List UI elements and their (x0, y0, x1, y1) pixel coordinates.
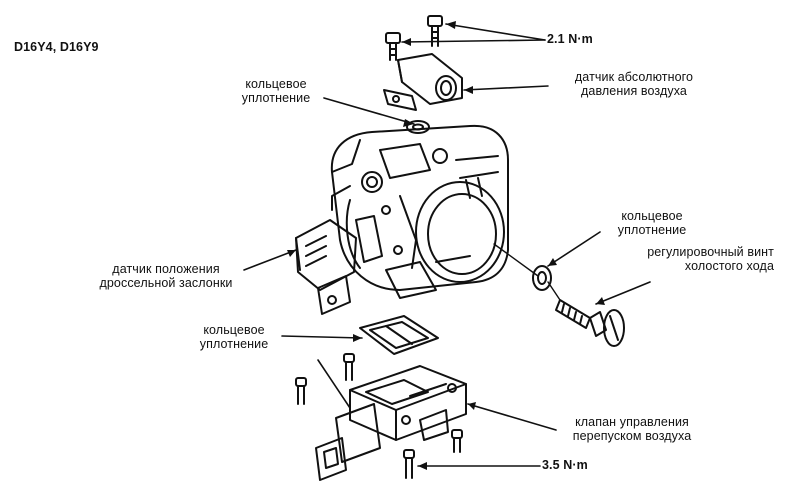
oring-right (532, 265, 552, 291)
oring-top-label: кольцевое уплотнение (224, 77, 328, 105)
map-sensor-label: датчик абсолютного давления воздуха (551, 70, 717, 98)
iac-valve-label-line1: клапан управления (575, 415, 689, 429)
leader-lines (243, 23, 651, 467)
oring-right-label-line1: кольцевое (621, 209, 683, 223)
map-sensor (383, 53, 463, 111)
idle-screw-label-line2: холостого хода (684, 259, 774, 273)
throttle-position-sensor (295, 219, 357, 315)
tps-label: датчик положения дроссельной заслонки (86, 262, 246, 290)
oring-top-label-line2: уплотнение (241, 91, 311, 105)
oring-right-label-line2: уплотнение (617, 223, 687, 237)
oring-bottom-label-line1: кольцевое (203, 323, 265, 337)
oring-bottom-label-line2: уплотнение (199, 337, 269, 351)
tps-label-line2: дроссельной заслонки (99, 276, 233, 290)
torque-bottom-label: 3.5 N·m (542, 458, 588, 472)
oring-bottom-label: кольцевое уплотнение (186, 323, 282, 351)
map-sensor-label-line1: датчик абсолютного (574, 70, 694, 84)
axis-line (493, 243, 539, 277)
throttle-body (330, 124, 509, 299)
axis-line-2 (547, 281, 561, 301)
map-sensor-label-line2: давления воздуха (581, 84, 687, 98)
oring-right-label: кольцевое уплотнение (604, 209, 700, 237)
top-bolt-left (385, 32, 401, 61)
idle-screw-label-line1: регулировочный винт (647, 245, 774, 259)
iac-valve-label-line2: перепуском воздуха (572, 429, 692, 443)
torque-top-label: 2.1 N·m (547, 32, 593, 46)
gasket (359, 315, 439, 355)
iac-valve-label: клапан управления перепуском воздуха (552, 415, 712, 443)
tps-label-line1: датчик положения (112, 262, 220, 276)
model-label: D16Y4, D16Y9 (14, 40, 99, 54)
iac-valve (315, 365, 467, 481)
bottom-bolts (295, 353, 463, 479)
arrowheads (287, 21, 605, 470)
top-bolt-right (427, 15, 443, 47)
idle-screw-label: регулировочный винт холостого хода (618, 245, 774, 273)
oring-top-label-line1: кольцевое (245, 77, 307, 91)
idle-adjusting-screw (555, 299, 625, 347)
